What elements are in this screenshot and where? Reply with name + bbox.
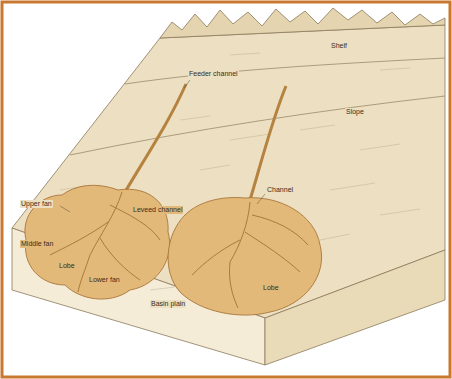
part-label: Leveed channel	[132, 206, 183, 214]
part-label: Feeder channel	[188, 70, 239, 78]
feeder-channel	[250, 86, 286, 200]
part-label: Lobe	[262, 284, 280, 292]
feeder-channel	[125, 84, 186, 192]
part-label: Upper fan	[20, 200, 53, 208]
part-label: Lower fan	[88, 276, 121, 284]
part-label: Lobe	[58, 262, 76, 270]
slope-base-line	[70, 96, 445, 155]
fan-channels	[192, 202, 308, 308]
top-surface	[12, 25, 445, 318]
part-label: Slope	[345, 108, 365, 116]
mountain-range	[160, 8, 445, 38]
part-label: Basin plain	[150, 300, 186, 308]
part-label: Shelf	[330, 42, 348, 50]
shelf-edge-line	[125, 58, 445, 84]
leader-lines	[60, 80, 265, 212]
fan-body	[168, 198, 321, 316]
part-label: Middle fan	[20, 240, 54, 248]
part-label: Channel	[266, 186, 294, 194]
